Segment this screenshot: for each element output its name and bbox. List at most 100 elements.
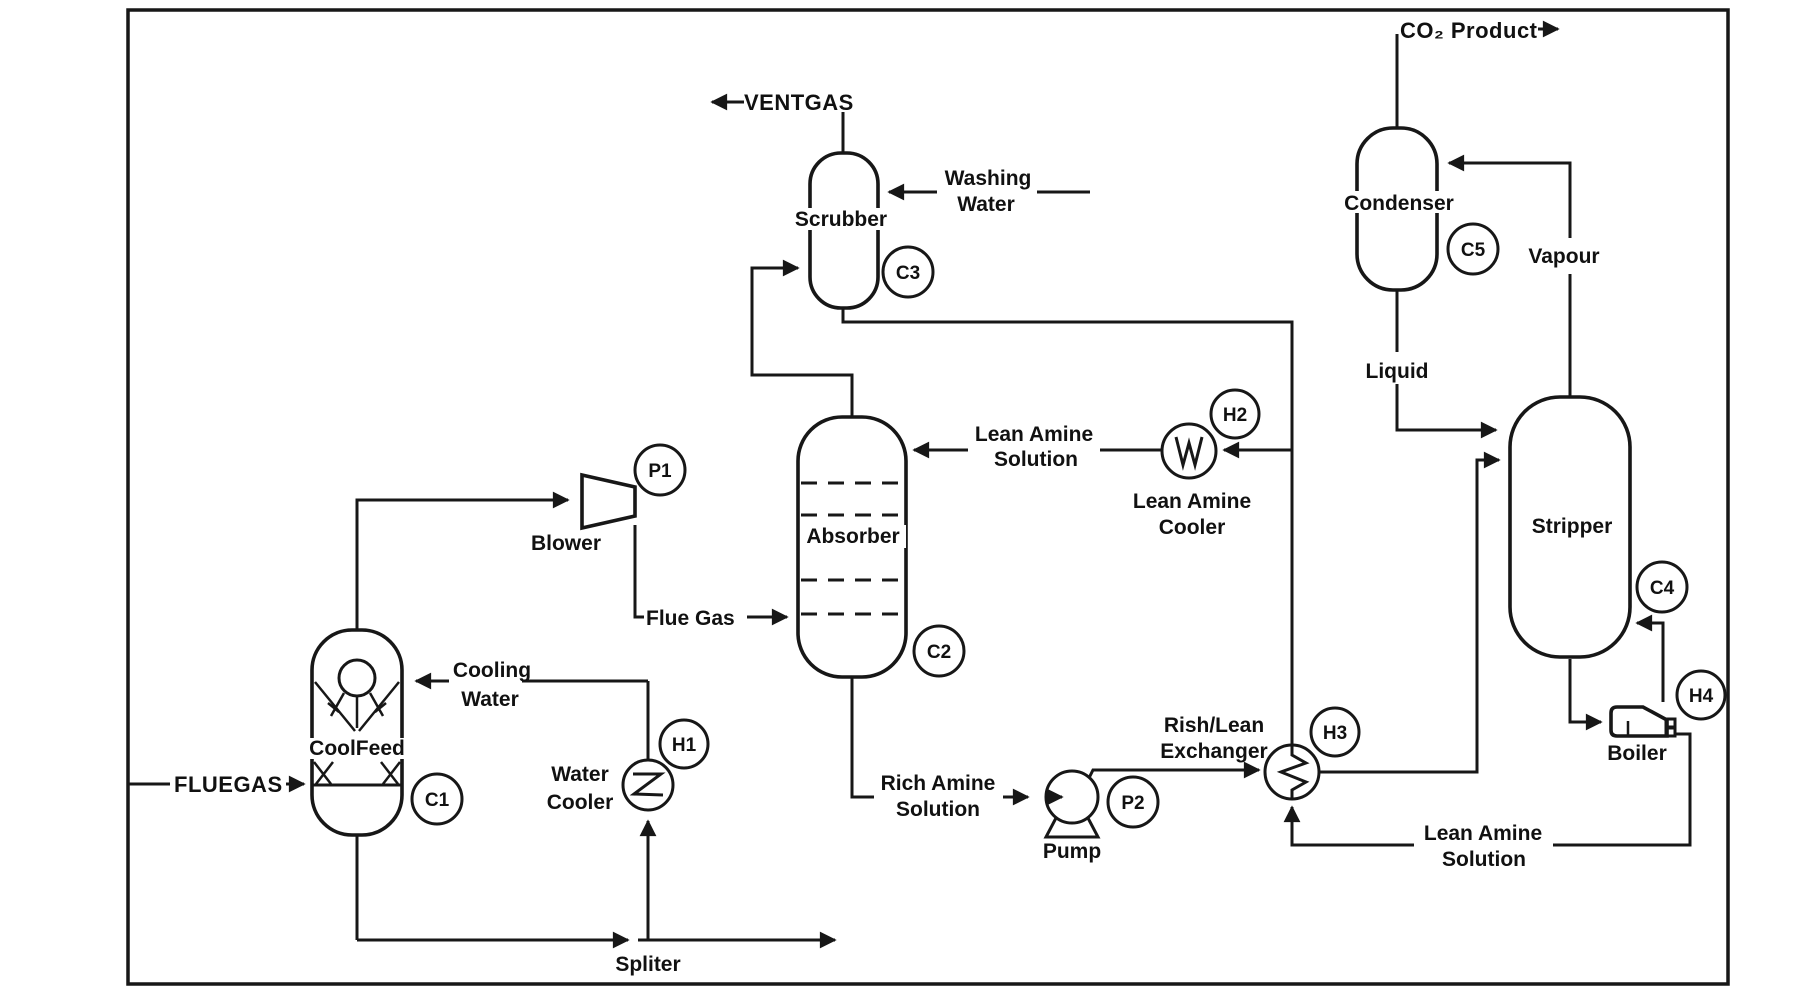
rich-lean-exchanger-label-1: Rish/Lean: [1164, 714, 1264, 737]
stripper-column: Stripper C4: [1508, 395, 1689, 659]
lean-amine-top-label-2: Solution: [994, 448, 1078, 471]
exchanger-zigzag-icon: [1276, 746, 1310, 798]
flue-gas-line-a: [633, 525, 644, 619]
lean-amine-bottom-a: [1553, 732, 1692, 847]
boiler-nozzle-1: [1664, 717, 1677, 729]
lean-amine-cooler-label-1: Lean Amine: [1133, 490, 1251, 513]
stripper-to-boiler: [1568, 659, 1603, 731]
blower-body: [580, 472, 637, 531]
boiler: Boiler H4: [1607, 669, 1727, 765]
rich-amine-line-a: [850, 674, 874, 799]
absorber-tag: C2: [927, 642, 951, 663]
washing-water-label-2: Water: [957, 193, 1015, 216]
rich-lean-exchanger-tag-badge: [1309, 706, 1361, 758]
scrubber-column: Scrubber C3: [786, 151, 935, 310]
liquid-label: Liquid: [1366, 360, 1429, 383]
pump-body: [1044, 769, 1100, 825]
vapour-line-b: [1447, 154, 1572, 238]
wall-mark-l1: [313, 761, 332, 785]
wall-mark-l2: [315, 761, 334, 785]
fluegas-label: FLUEGAS: [174, 772, 283, 797]
scrubber-vessel: [808, 151, 880, 310]
cooling-water-label-2: Water: [461, 688, 519, 711]
pump-label: Pump: [1043, 840, 1101, 863]
splitter-label: Spliter: [615, 953, 680, 976]
lean-amine-bottom-label-2: Solution: [1442, 848, 1526, 871]
absorber-label-bg: [800, 525, 906, 548]
pump-tag: P2: [1121, 793, 1144, 814]
stream-lines: [128, 20, 1692, 949]
vapour-label: Vapour: [1528, 245, 1599, 268]
water-cooler-tag-badge: [658, 718, 710, 770]
diagram-border: [126, 8, 1730, 986]
ventgas-label: VENTGAS: [744, 90, 854, 115]
absorber-column: Absorber C2: [796, 415, 966, 679]
condenser-tag-badge: [1446, 222, 1500, 276]
lean-amine-top-label-1: Lean Amine: [975, 423, 1093, 446]
boiler-tag-badge: [1675, 669, 1727, 721]
scrubber-tag-badge: [881, 245, 935, 299]
lean-amine-cooler-label-2: Cooler: [1159, 516, 1226, 539]
blower: Blower P1: [531, 443, 687, 555]
water-cooler-tag: H1: [672, 735, 697, 756]
coolfeed-label: CoolFeed: [309, 737, 405, 760]
rich-lean-exchanger-tag: H3: [1323, 723, 1347, 744]
washing-water-label-1: Washing: [945, 167, 1032, 190]
condenser-label-bg: [1337, 191, 1461, 213]
lean-amine-cooler-tag-badge: [1209, 388, 1261, 440]
coolfeed-to-blower: [355, 491, 570, 632]
boiler-return-to-stripper: [1635, 614, 1665, 702]
scrubber-tag: C3: [896, 263, 920, 284]
scrubber-label: Scrubber: [795, 208, 887, 231]
absorber-tag-badge: [912, 624, 966, 678]
rich-feed-to-stripper: [1319, 451, 1501, 774]
absorber-overhead-to-scrubber: [750, 259, 854, 420]
coolfeed-tag-badge: [410, 772, 464, 826]
flue-gas-label: Flue Gas: [646, 607, 735, 630]
rich-amine-label-1: Rich Amine: [881, 772, 996, 795]
stripper-tag-badge: [1635, 560, 1689, 614]
blower-label: Blower: [531, 532, 601, 555]
water-cooler: Water Cooler H1: [547, 718, 710, 814]
cooler-w-icon: [1174, 436, 1204, 471]
scrubber-bottoms-line: [841, 305, 1294, 748]
blower-tag-badge: [633, 443, 687, 497]
boiler-nozzle-2: [1664, 726, 1677, 738]
blower-tag: P1: [648, 461, 672, 482]
condenser-label: Condenser: [1344, 192, 1454, 215]
boiler-body: [1609, 705, 1669, 738]
water-cooler-label-1: Water: [551, 763, 609, 786]
spray-ray-right: [368, 692, 385, 717]
coolfeed-label-bg: [303, 738, 411, 759]
water-cooler-label-2: Cooler: [547, 791, 614, 814]
pump-tag-badge: [1106, 775, 1160, 829]
spray-ray-left: [329, 692, 346, 717]
pump: Pump P2: [1043, 769, 1160, 863]
stream-labels: VENTGAS Washing Water CO₂ Product Vapour…: [174, 18, 1600, 976]
rich-lean-exchanger-body: [1263, 743, 1321, 801]
boiler-tag: H4: [1689, 686, 1714, 707]
wall-mark-r1: [382, 761, 401, 785]
stripper-label: Stripper: [1532, 515, 1613, 538]
co2-product-label: CO₂ Product: [1400, 18, 1538, 43]
stripper-vessel: [1508, 395, 1632, 659]
lean-amine-cooler-tag: H2: [1223, 405, 1247, 426]
rich-amine-label-2: Solution: [896, 798, 980, 821]
stripper-tag: C4: [1650, 578, 1675, 599]
rich-lean-exchanger: Rish/Lean Exchanger H3: [1160, 706, 1361, 801]
lean-amine-bottom-label-1: Lean Amine: [1424, 822, 1542, 845]
scrubber-label-bg: [786, 208, 898, 230]
pump-to-h3: [1085, 761, 1261, 783]
boiler-label: Boiler: [1607, 742, 1667, 765]
absorber-label: Absorber: [806, 525, 899, 548]
lean-amine-cooler: Lean Amine Cooler H2: [1133, 388, 1261, 539]
coolfeed-tag: C1: [425, 790, 450, 811]
cooling-water-label-1: Cooling: [453, 659, 531, 682]
spray-hatch-right: [374, 702, 387, 713]
coolfeed-column: CoolFeed C1: [303, 628, 464, 837]
cooler-coil-icon: [629, 772, 666, 797]
lean-amine-cooler-body: [1160, 422, 1218, 480]
liquid-line-b: [1395, 384, 1498, 439]
spray-hatch-left: [327, 702, 340, 713]
